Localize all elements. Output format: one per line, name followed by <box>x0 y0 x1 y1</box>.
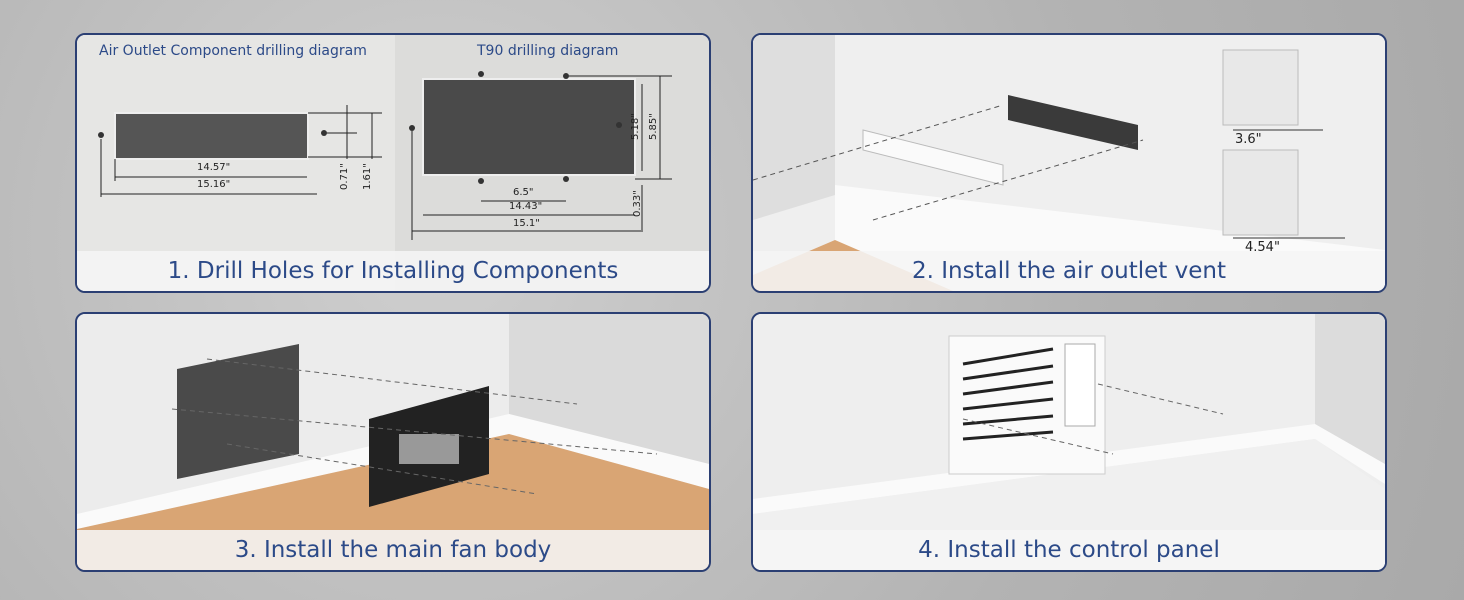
step-1-panel: Air Outlet Component drilling diagram T9… <box>75 33 711 293</box>
dimension-label: 0.33" <box>632 190 643 217</box>
dimension-label: 0.71" <box>339 163 350 190</box>
step-caption: 2. Install the air outlet vent <box>753 251 1385 291</box>
dimension-label: 14.57" <box>197 162 231 173</box>
step-4-panel: 4. Install the control panel <box>751 312 1387 572</box>
step-caption: 4. Install the control panel <box>753 530 1385 570</box>
vent-install-illustration <box>753 35 1385 291</box>
step-3-panel: 3. Install the main fan body <box>75 312 711 572</box>
step-caption: 1. Drill Holes for Installing Components <box>77 251 709 291</box>
dimension-label: 15.16" <box>197 179 231 190</box>
dimension-label: 5.85" <box>648 113 659 140</box>
dimension-label: 14.43" <box>509 201 543 212</box>
step-caption: 3. Install the main fan body <box>77 530 709 570</box>
air-outlet-diagram-title: Air Outlet Component drilling diagram <box>99 43 367 59</box>
dimension-label: 15.1" <box>513 218 540 229</box>
dimension-label: 1.61" <box>362 163 373 190</box>
dimension-label: 5.18" <box>630 113 641 140</box>
t90-diagram-title: T90 drilling diagram <box>477 43 619 59</box>
dimension-label: 3.6" <box>1235 132 1262 147</box>
dimension-label: 6.5" <box>513 187 534 198</box>
drilling-diagrams <box>77 35 709 291</box>
fan-install-illustration <box>77 314 709 570</box>
step-2-panel: 3.6" 4.54" 2. Install the air outlet ven… <box>751 33 1387 293</box>
